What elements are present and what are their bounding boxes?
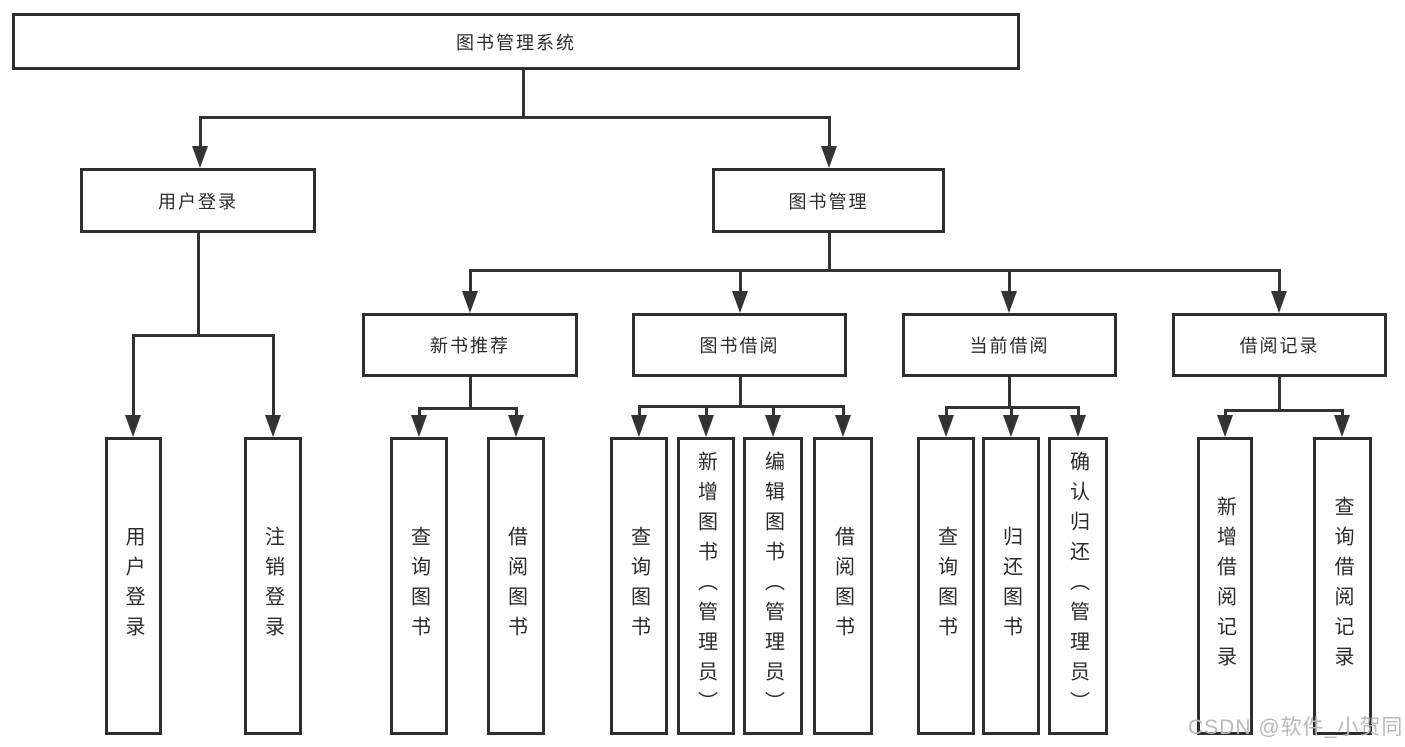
c-new-book-rec-arrowhead-1 xyxy=(508,415,524,437)
c-book-borrow-bar xyxy=(637,404,845,408)
leaf-cb-return-book-label: 归还图书 xyxy=(999,526,1022,646)
c-borrow-records-arrowhead-1 xyxy=(1334,415,1350,437)
leaf-logout-label: 注销登录 xyxy=(261,526,284,646)
c-book-mgmt-stem xyxy=(827,233,831,270)
leaf-nbr-query-book-label: 查询图书 xyxy=(407,526,430,646)
c-book-borrow-arrowhead-1 xyxy=(698,415,714,437)
branch-new-book-rec-label: 新书推荐 xyxy=(430,336,510,356)
c-book-mgmt-arrowhead-3 xyxy=(1271,291,1287,313)
c-book-mgmt-drop-1 xyxy=(738,270,742,293)
c-book-mgmt-arrowhead-0 xyxy=(462,291,478,313)
c-user-login-arrowhead-1 xyxy=(265,415,281,437)
c-borrow-records-bar xyxy=(1223,408,1344,412)
c-book-borrow-drop-1 xyxy=(704,406,708,417)
branch-new-book-rec-box: 新书推荐 xyxy=(362,313,578,377)
c-user-login-drop-1 xyxy=(271,335,275,417)
leaf-bb-borrow-book-label: 借阅图书 xyxy=(831,526,854,646)
c-book-mgmt-drop-2 xyxy=(1007,270,1011,293)
c-current-borrow-drop-0 xyxy=(944,407,948,417)
root-label: 图书管理系统 xyxy=(456,32,576,53)
leaf-nbr-query-book-box: 查询图书 xyxy=(390,437,448,735)
c-book-mgmt-arrowhead-1 xyxy=(732,291,748,313)
c-current-borrow-arrowhead-1 xyxy=(1003,415,1019,437)
leaf-bb-edit-book-label: 编辑图书（管理员） xyxy=(761,451,784,721)
c-borrow-records-drop-1 xyxy=(1340,410,1344,417)
branch-book-mgmt-label: 图书管理 xyxy=(788,191,869,212)
leaf-cb-query-book-label: 查询图书 xyxy=(934,526,957,646)
leaf-cb-confirm-label: 确认归还（管理员） xyxy=(1066,451,1089,721)
c-current-borrow-arrowhead-0 xyxy=(938,415,954,437)
c-borrow-records-arrowhead-0 xyxy=(1217,415,1233,437)
c-book-borrow-drop-3 xyxy=(841,406,845,417)
c-root-stem xyxy=(521,70,525,117)
leaf-br-add-record-box: 新增借阅记录 xyxy=(1197,437,1253,735)
c-current-borrow-drop-1 xyxy=(1009,407,1013,417)
c-user-login-drop-0 xyxy=(131,335,135,417)
c-book-borrow-arrowhead-2 xyxy=(765,415,781,437)
c-new-book-rec-arrowhead-0 xyxy=(411,415,427,437)
c-root-drop-0 xyxy=(198,117,202,148)
c-book-borrow-stem xyxy=(738,377,742,406)
c-borrow-records-drop-0 xyxy=(1223,410,1227,417)
c-root-drop-1 xyxy=(827,117,831,148)
c-new-book-rec-bar xyxy=(417,406,518,410)
leaf-bb-query-book-label: 查询图书 xyxy=(627,526,650,646)
branch-borrow-records-label: 借阅记录 xyxy=(1239,336,1320,356)
csdn-watermark: CSDN @软件_小贺同学 xyxy=(1188,716,1405,739)
c-root-arrowhead-0 xyxy=(192,146,208,168)
leaf-br-query-record-label: 查询借阅记录 xyxy=(1331,496,1353,676)
leaf-bb-add-book-label: 新增图书（管理员） xyxy=(694,451,717,721)
c-book-borrow-drop-2 xyxy=(771,406,775,417)
root-box: 图书管理系统 xyxy=(12,13,1020,70)
c-root-bar xyxy=(198,115,831,119)
c-root-arrowhead-1 xyxy=(821,146,837,168)
leaf-cb-query-book-box: 查询图书 xyxy=(917,437,975,735)
c-book-mgmt-drop-3 xyxy=(1277,270,1281,293)
leaf-br-add-record-label: 新增借阅记录 xyxy=(1213,496,1236,676)
c-user-login-bar xyxy=(131,333,275,337)
c-current-borrow-drop-2 xyxy=(1076,407,1080,417)
c-book-mgmt-drop-0 xyxy=(468,270,472,293)
branch-user-login-label: 用户登录 xyxy=(158,191,238,212)
branch-current-borrow-box: 当前借阅 xyxy=(902,313,1117,377)
leaf-br-query-record-box: 查询借阅记录 xyxy=(1313,437,1372,735)
leaf-nbr-borrow-book-box: 借阅图书 xyxy=(487,437,545,735)
c-book-mgmt-bar xyxy=(468,268,1281,272)
c-book-borrow-drop-0 xyxy=(637,406,641,417)
c-book-borrow-arrowhead-3 xyxy=(835,415,851,437)
c-user-login-arrowhead-0 xyxy=(125,415,141,437)
c-current-borrow-arrowhead-2 xyxy=(1070,415,1086,437)
leaf-cb-return-book-box: 归还图书 xyxy=(982,437,1040,735)
c-book-borrow-arrowhead-0 xyxy=(631,415,647,437)
c-borrow-records-stem xyxy=(1277,377,1281,410)
branch-current-borrow-label: 当前借阅 xyxy=(969,336,1050,356)
leaf-user-login-label: 用户登录 xyxy=(122,526,144,646)
c-user-login-stem xyxy=(196,233,200,335)
branch-book-borrow-label: 图书借阅 xyxy=(699,336,780,356)
branch-user-login-box: 用户登录 xyxy=(80,168,316,233)
c-new-book-rec-drop-1 xyxy=(514,408,518,417)
leaf-cb-confirm-box: 确认归还（管理员） xyxy=(1048,437,1108,735)
branch-book-mgmt-box: 图书管理 xyxy=(712,168,945,233)
leaf-bb-add-book-box: 新增图书（管理员） xyxy=(677,437,735,735)
c-current-borrow-stem xyxy=(1007,377,1011,407)
branch-borrow-records-box: 借阅记录 xyxy=(1172,313,1387,377)
branch-book-borrow-box: 图书借阅 xyxy=(632,313,847,377)
c-book-mgmt-arrowhead-2 xyxy=(1001,291,1017,313)
leaf-bb-borrow-book-box: 借阅图书 xyxy=(813,437,873,735)
leaf-user-login-box: 用户登录 xyxy=(105,437,162,735)
leaf-logout-box: 注销登录 xyxy=(244,437,302,735)
leaf-bb-edit-book-box: 编辑图书（管理员） xyxy=(743,437,803,735)
leaf-nbr-borrow-book-label: 借阅图书 xyxy=(504,526,527,646)
c-new-book-rec-stem xyxy=(468,377,472,408)
leaf-bb-query-book-box: 查询图书 xyxy=(610,437,668,735)
c-new-book-rec-drop-0 xyxy=(417,408,421,417)
